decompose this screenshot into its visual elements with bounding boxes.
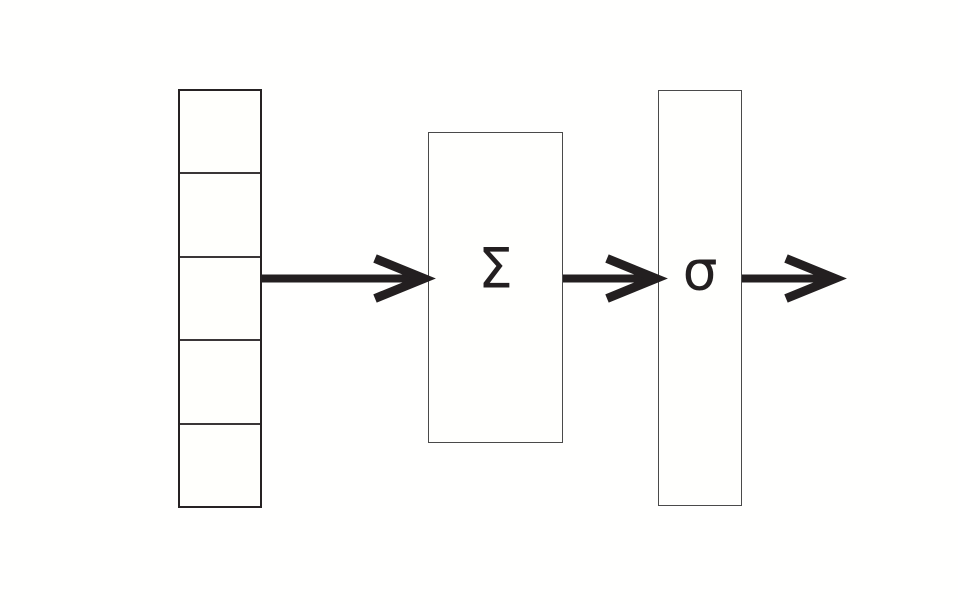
sigma-symbol: σ <box>682 238 718 303</box>
vector-cell <box>180 172 260 256</box>
sum-symbol: Σ <box>478 236 513 301</box>
vector-cell <box>180 91 260 173</box>
vector-cell <box>180 422 260 507</box>
activation-unit-box: σ <box>658 90 742 506</box>
arrow-right-icon-sum-to-activation <box>563 254 668 303</box>
sum-unit-box: Σ <box>428 132 563 443</box>
vector-cell <box>180 255 260 340</box>
arrow-right-icon-input-to-sum <box>262 254 436 303</box>
arrow-right-icon-activation-output <box>742 254 847 303</box>
input-vector <box>178 89 262 508</box>
vector-cell <box>180 339 260 423</box>
